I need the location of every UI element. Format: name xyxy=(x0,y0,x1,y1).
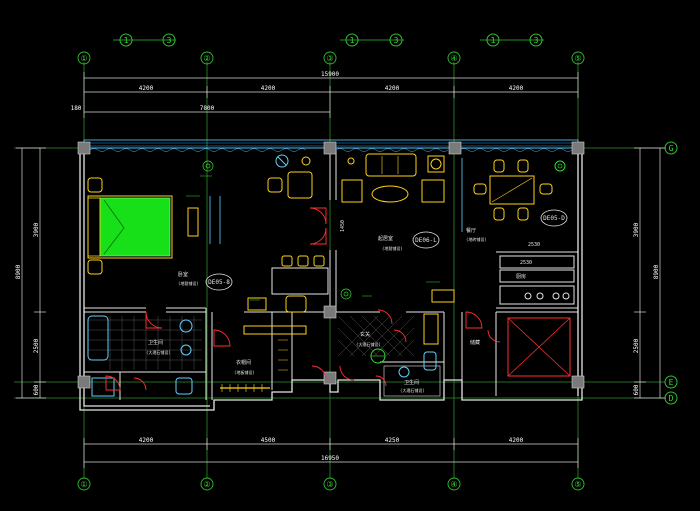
room-label-dining: 餐厅 xyxy=(466,227,476,234)
entry-marker xyxy=(370,348,386,364)
axis-label-5-bottom: ⑤ xyxy=(574,480,581,489)
side-dimension-lines xyxy=(16,147,666,399)
misc-label-2: 1450 xyxy=(340,220,346,232)
bubble-pair-2-right: 3 xyxy=(394,36,399,45)
row-label-g: G xyxy=(669,144,674,153)
misc-label-1: 2530 xyxy=(528,242,540,248)
row-label-e: E xyxy=(669,378,674,387)
tag-living: DE06-L xyxy=(415,237,437,244)
dim-right-total: 8900 xyxy=(653,264,660,279)
dim-left-1: 3900 xyxy=(33,222,40,237)
bubble-pair-1: 1 3 xyxy=(113,33,176,47)
bubble-pair-3-left: 1 xyxy=(491,36,496,45)
dim-bottom-1: 4200 xyxy=(139,437,154,444)
leader-lines xyxy=(186,175,440,301)
bottom-dimension-lines xyxy=(83,438,579,468)
plant-icons xyxy=(202,160,563,300)
room-sub-dining: (地砖铺设) xyxy=(466,236,487,242)
axis-bubbles-top xyxy=(77,51,585,65)
axis-label-3-top: ③ xyxy=(326,54,333,63)
axis-bubbles-bottom xyxy=(77,477,585,491)
room-label-bath-2: 卫生间 xyxy=(404,379,419,386)
bubble-pair-2-left: 1 xyxy=(350,36,355,45)
dim-right-2: 2500 xyxy=(633,338,640,353)
bubble-pair-2: 1 3 xyxy=(340,33,404,47)
axis-label-4-bottom: ④ xyxy=(450,480,457,489)
dim-top-2: 4200 xyxy=(261,85,276,92)
tile-grid-bath-left xyxy=(88,316,202,370)
dim-bottom-total: 16950 xyxy=(321,455,339,462)
dim-top-3: 4200 xyxy=(385,85,400,92)
dim-bottom-4: 4200 xyxy=(509,437,524,444)
row-bubbles-right: G E D xyxy=(664,141,678,405)
room-sub-living: (地毯铺设) xyxy=(382,245,403,251)
room-label-bath-1: 卫生间 xyxy=(148,339,163,346)
axis-label-1-top: ① xyxy=(80,54,87,63)
misc-label-3: 2530 xyxy=(520,260,532,266)
dim-top-sub-2: 7800 xyxy=(200,105,215,112)
living-room xyxy=(341,153,463,232)
axis-label-1-bottom: ① xyxy=(80,480,87,489)
axis-label-3-bottom: ③ xyxy=(326,480,333,489)
dim-top-total: 15900 xyxy=(321,71,339,78)
dim-bottom-2: 4500 xyxy=(261,437,276,444)
top-dimension-lines xyxy=(83,72,579,118)
bubble-pair-1-right: 3 xyxy=(167,36,172,45)
room-label-kitchen: 厨房 xyxy=(516,273,526,280)
dim-left-2: 2500 xyxy=(33,338,40,353)
axis-label-4-top: ④ xyxy=(450,54,457,63)
bath-right-fixtures xyxy=(383,351,441,397)
tag-dining: DE05-D xyxy=(543,215,565,222)
dim-left-3: 600 xyxy=(33,384,40,395)
study-area xyxy=(243,154,329,335)
dim-right-3: 600 xyxy=(633,384,640,395)
axis-bubble-labels-bottom: ① ② ③ ④ ⑤ xyxy=(80,480,581,489)
bubble-pair-3-right: 3 xyxy=(534,36,539,45)
row-label-d: D xyxy=(669,394,674,403)
dim-bottom-3: 4250 xyxy=(385,437,400,444)
bubble-pair-3: 1 3 xyxy=(480,33,544,47)
misc-labels: 2530 1450 2530 xyxy=(340,220,540,266)
tag-bedroom: DE05-8 xyxy=(208,279,230,286)
room-sub-closet: (地板铺设) xyxy=(234,369,255,375)
room-label-store: 储藏 xyxy=(470,339,480,346)
room-label-closet: 衣帽间 xyxy=(236,359,251,366)
axis-label-5-top: ⑤ xyxy=(574,54,581,63)
axis-label-2-top: ② xyxy=(203,54,210,63)
dim-right-1: 3900 xyxy=(633,222,640,237)
room-sub-bath-2: (大理石铺设) xyxy=(400,387,425,393)
room-labels: 卧室 (地毯铺设) 起居室 (地毯铺设) 餐厅 (地砖铺设) 卫生间 (大理石铺… xyxy=(146,227,526,393)
axis-bubble-labels-top: ① ② ③ ④ ⑤ xyxy=(80,54,581,63)
master-bedroom xyxy=(87,177,221,275)
outer-walls xyxy=(79,148,583,411)
axis-label-2-bottom: ② xyxy=(203,480,210,489)
bath-left-fixtures xyxy=(87,315,193,397)
dim-top-sub-1: 180 xyxy=(71,105,82,112)
closet-rail xyxy=(220,289,455,392)
section-tags: DE05-8 DE06-L DE05-D xyxy=(205,209,568,291)
dim-left-total: 8900 xyxy=(15,264,22,279)
room-sub-bath-1: (大理石铺设) xyxy=(146,349,171,355)
room-sub-bedroom: (地毯铺设) xyxy=(178,280,199,286)
tile-grid-entry xyxy=(337,315,415,357)
dining-area xyxy=(473,159,566,221)
dimension-texts: 4200 4200 4200 4200 15900 180 7800 4200 … xyxy=(71,71,524,462)
dim-top-1: 4200 xyxy=(139,85,154,92)
room-label-bedroom: 卧室 xyxy=(178,271,188,278)
doors xyxy=(105,207,501,391)
side-dimension-texts: 3900 2500 600 8900 3900 2500 600 8900 xyxy=(15,222,660,395)
bubble-pair-1-left: 1 xyxy=(124,36,129,45)
room-sub-entry: (大理石铺设) xyxy=(356,341,381,347)
columns xyxy=(77,141,585,389)
room-label-living: 起居室 xyxy=(378,235,393,242)
kitchen xyxy=(499,255,575,377)
dim-top-4: 4200 xyxy=(509,85,524,92)
interior-walls xyxy=(84,150,578,400)
room-label-entry: 玄关 xyxy=(360,331,370,338)
